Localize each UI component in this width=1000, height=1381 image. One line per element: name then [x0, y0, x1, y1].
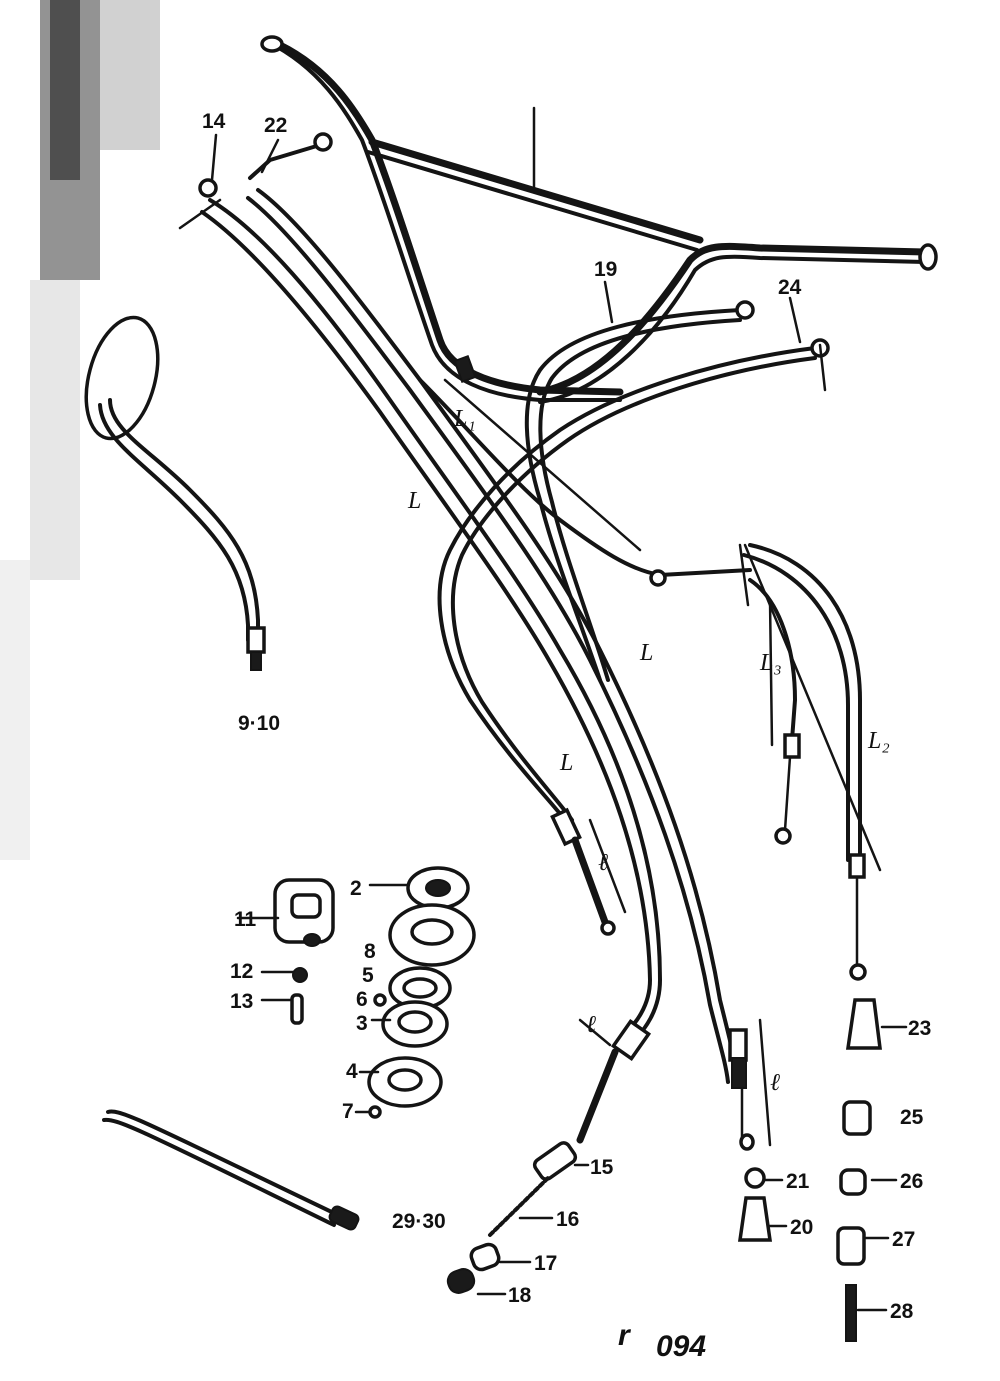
label-28: 28: [890, 1300, 914, 1323]
dim-label-l-2: ℓ: [586, 1012, 596, 1038]
cable-19: [418, 300, 755, 682]
screw-parts-12-13: [260, 967, 308, 1025]
scan-noise-left-edge: [0, 0, 160, 860]
label-27: 27: [892, 1228, 915, 1251]
label-23: 23: [908, 1017, 931, 1040]
label-5: 5: [362, 964, 374, 987]
label-25: 25: [900, 1106, 924, 1129]
label-7: 7: [342, 1100, 354, 1123]
dimension-lines: [443, 343, 882, 1147]
label-22: 22: [264, 114, 287, 137]
cable-end-parts: [737, 998, 882, 1342]
dim-label-l-1: ℓ: [598, 850, 608, 876]
label-14: 14: [202, 110, 226, 133]
label-2: 2: [350, 877, 362, 900]
label-6: 6: [356, 988, 368, 1011]
rod-29-30: [102, 1109, 360, 1231]
label-13: 13: [230, 990, 253, 1013]
dim-label-L-left: L: [407, 488, 421, 514]
label-26: 26: [900, 1170, 923, 1193]
leader-lines: [210, 133, 908, 1312]
dim-label-l-3: ℓ: [770, 1070, 780, 1096]
figure-code: r 094: [618, 1319, 706, 1363]
label-15: 15: [590, 1156, 614, 1179]
dim-label-L1: L₁: [453, 406, 476, 432]
label-21: 21: [786, 1170, 810, 1193]
cable-22: [246, 132, 755, 1151]
label-17: 17: [534, 1252, 557, 1275]
callout-labels: 14 22 19 24 9·10 2 8 5 6 3 4 7 11 12 13 …: [202, 110, 931, 1323]
cable-14: [178, 178, 662, 1144]
label-20: 20: [790, 1216, 813, 1239]
spring-assembly-15-18: [446, 1141, 578, 1294]
figure-code-prefix: r: [618, 1319, 632, 1352]
dim-label-L-right: L: [639, 640, 653, 666]
label-19: 19: [594, 258, 617, 281]
adjuster-ring-stack: [367, 866, 476, 1119]
figure-code-number: 094: [656, 1330, 706, 1363]
handlebar: [260, 35, 938, 404]
dimension-labels: L₁ L L L L₃ L₂ ℓ ℓ ℓ: [407, 406, 890, 1096]
label-9-10: 9·10: [238, 712, 280, 735]
label-11: 11: [234, 908, 257, 931]
label-12: 12: [230, 960, 253, 983]
cable-24: [437, 338, 867, 981]
label-24: 24: [778, 276, 802, 299]
dim-label-L-lower: L: [559, 750, 573, 776]
label-8: 8: [364, 940, 376, 963]
dim-label-L3: L₃: [759, 650, 782, 676]
label-18: 18: [508, 1284, 532, 1307]
label-29-30: 29·30: [392, 1210, 446, 1233]
label-16: 16: [556, 1208, 579, 1231]
label-3: 3: [356, 1012, 368, 1035]
dim-label-L2: L₂: [867, 728, 890, 754]
label-4: 4: [346, 1060, 358, 1083]
mirror: [84, 315, 266, 671]
lever-bracket-11: [236, 878, 335, 947]
